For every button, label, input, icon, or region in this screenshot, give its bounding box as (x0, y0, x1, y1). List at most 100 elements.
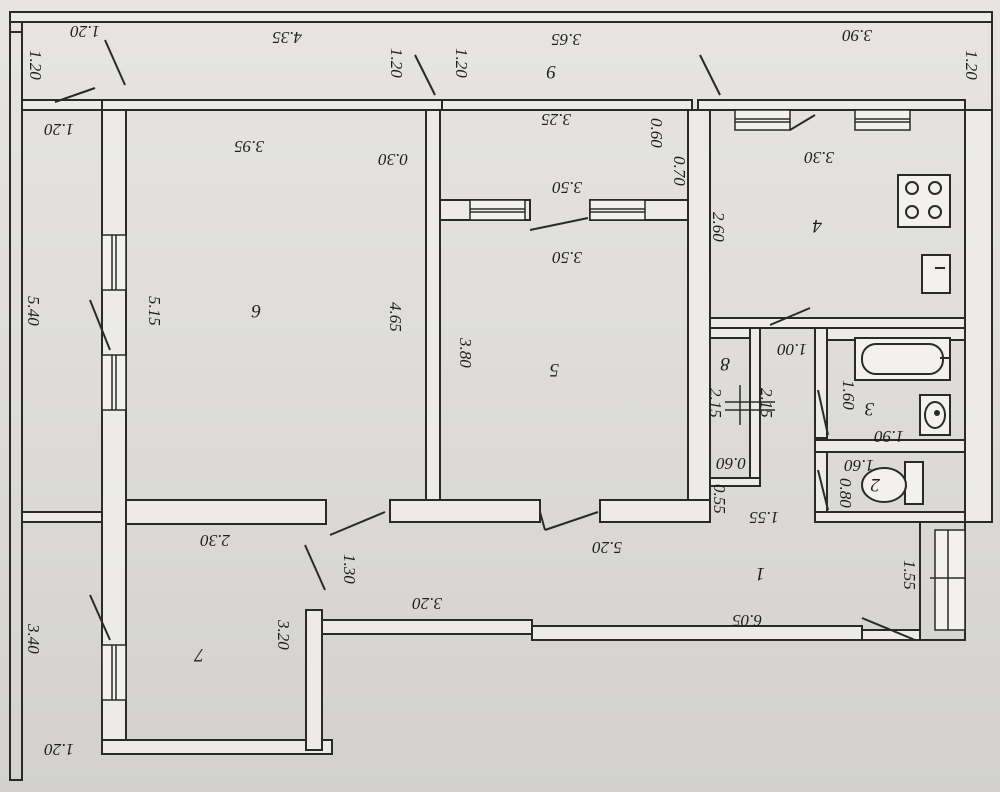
dim-label: 3.40 (24, 623, 43, 654)
door-room7-balcony (89, 594, 111, 641)
wall-toilet-south (814, 511, 966, 523)
dim-label: 1.20 (26, 50, 45, 80)
walls (9, 11, 993, 781)
window-kitchen-right (854, 109, 911, 131)
wall-bath-west (814, 327, 828, 439)
room-number-3: 3 (865, 398, 876, 419)
dim-label: 3.90 (842, 26, 873, 45)
door-room5-top (529, 217, 589, 231)
loggia-left-top-wall (21, 99, 103, 111)
outer-wall-right (964, 109, 993, 523)
dim-label: 1.55 (900, 560, 919, 590)
window-9-5-left (469, 199, 526, 221)
wall-corridor-south-left (321, 619, 533, 635)
dim-label: 1.60 (839, 380, 858, 410)
door-kitchen-top (699, 54, 721, 96)
room-number-9: 9 (546, 61, 556, 82)
room-number-4: 4 (812, 215, 822, 236)
dim-label: 3.65 (551, 30, 582, 49)
room-number-5: 5 (550, 359, 560, 380)
dim-label: 3.50 (552, 248, 583, 267)
wall-5-4 (687, 109, 711, 523)
dim-label: 5.40 (24, 296, 43, 326)
room-number-7: 7 (193, 644, 204, 665)
doors (54, 39, 916, 641)
dim-label: 4.65 (386, 302, 405, 332)
dim-label: 1.55 (749, 508, 779, 527)
door-room6 (329, 511, 386, 536)
wall-bath-toilet (814, 439, 966, 453)
dim-label: 0.80 (836, 478, 855, 508)
dim-label: 1.90 (874, 427, 904, 446)
dim-label: 1.20 (70, 22, 100, 41)
washbasin-icon (919, 394, 951, 436)
kitchen-top-wall-outer (697, 99, 966, 111)
wall-5-south-right (599, 499, 711, 523)
dim-label: 3.25 (541, 110, 572, 129)
door-room5 (539, 511, 546, 531)
dim-label: 3.20 (274, 619, 293, 650)
dim-label: 3.30 (804, 148, 835, 167)
loggia-left-mid-wall (21, 511, 103, 523)
outer-wall-top (9, 11, 993, 23)
window-room6-lower (101, 354, 127, 411)
dim-label: 0.30 (378, 150, 408, 169)
wall-5-south-left (389, 499, 541, 523)
door-toilet (817, 469, 829, 511)
wall-4-3 (709, 317, 966, 329)
dim-label: 4.35 (272, 28, 302, 47)
dim-label: 0.60 (647, 118, 666, 148)
room-number-6: 6 (251, 300, 261, 321)
door-kitchen-window (789, 114, 816, 131)
door-kitchen (769, 307, 811, 326)
door-loggia-left (54, 87, 96, 103)
wall-7-east (305, 609, 323, 751)
window-room6-upper (101, 234, 127, 291)
door-bath (817, 389, 829, 436)
corridor9-top-wall (101, 99, 443, 111)
dim-label: 2.15 (706, 388, 725, 418)
dim-label: 0.70 (670, 156, 689, 186)
dim-label: 5.20 (592, 538, 622, 557)
stove-icon (897, 174, 951, 228)
wall-6-7 (125, 499, 327, 525)
dim-label: 1.20 (44, 120, 74, 139)
dim-label: 2.60 (709, 212, 728, 242)
door-room6-balcony (89, 299, 111, 351)
dim-label: 0.60 (716, 454, 746, 473)
dim-label: 2.30 (200, 531, 230, 550)
room-number-2: 2 (870, 474, 880, 495)
west-wall (101, 109, 127, 741)
door-room5-leaf (544, 511, 599, 531)
room-labels: 1 2 3 4 5 6 7 8 9 (193, 61, 880, 665)
window-9-5-right (589, 199, 646, 221)
door-entrance (861, 617, 916, 641)
windows (21, 100, 966, 780)
dim-label: 1.60 (844, 456, 874, 475)
door-room7 (304, 544, 326, 591)
dim-label: 1.30 (340, 554, 359, 584)
door-corridor-top (414, 54, 436, 96)
dim-label: 1.00 (777, 340, 807, 359)
dim-label: 1.20 (387, 48, 406, 78)
room-number-1: 1 (756, 563, 766, 584)
outer-wall-left (9, 21, 23, 781)
bathtub-icon (854, 337, 951, 381)
dim-label: 3.80 (456, 337, 475, 368)
dim-label: 1.20 (962, 50, 981, 80)
dim-label: 3.95 (234, 137, 265, 156)
toilet-icon (861, 461, 924, 505)
wall-6-5 (425, 109, 441, 511)
wall-corridor-south (531, 625, 863, 641)
door-loggia-top (104, 39, 126, 86)
window-entrance (934, 529, 966, 631)
room-number-8: 8 (720, 353, 730, 374)
hall9-top-wall (441, 99, 693, 111)
dimension-labels: 1.20 1.20 4.35 1.20 1.20 3.65 3.90 1.20 … (24, 22, 981, 759)
kitchen-sink-icon (921, 254, 951, 294)
window-kitchen-left (734, 109, 791, 131)
dim-label: 3.20 (412, 594, 443, 613)
dim-label: 2.15 (757, 388, 776, 418)
